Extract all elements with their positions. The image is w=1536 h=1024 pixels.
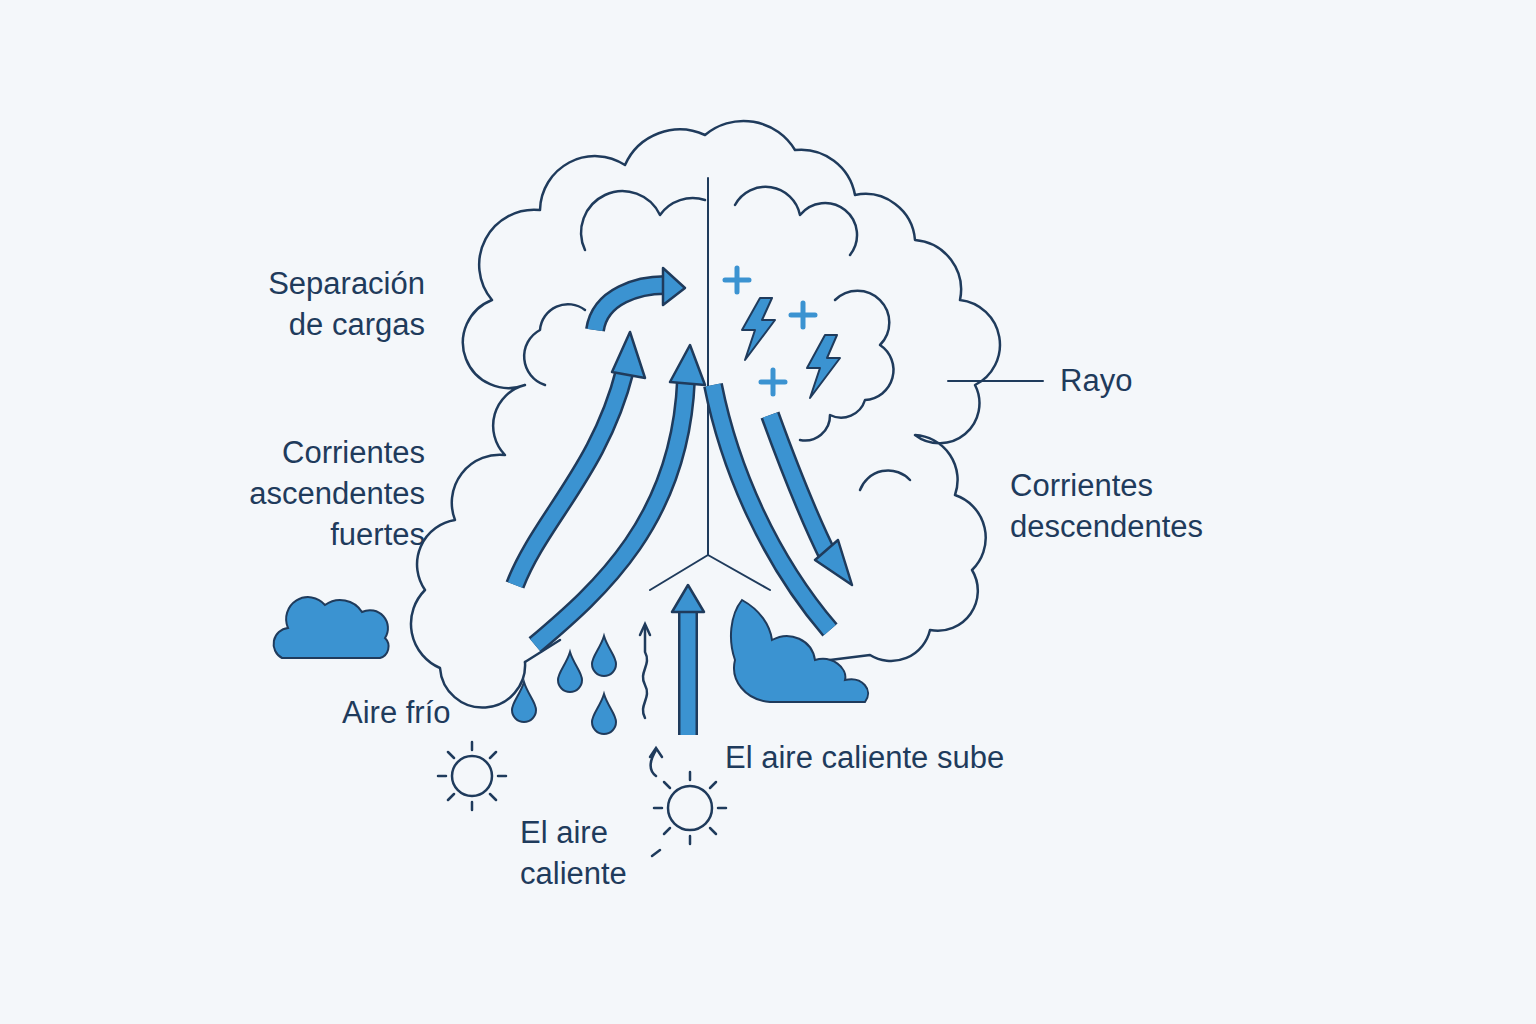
label: Separación de cargas (247, 263, 425, 345)
label: Aire frío (342, 692, 451, 733)
label: Corrientes ascendentes fuertes (227, 432, 425, 555)
label: Corrientes descendentes (1010, 465, 1225, 547)
cloud-outline (411, 121, 1000, 708)
label: El aire caliente sube (725, 737, 1004, 778)
label: Rayo (1060, 360, 1132, 401)
leader-line (948, 380, 1043, 382)
label: El aire caliente (520, 812, 645, 894)
